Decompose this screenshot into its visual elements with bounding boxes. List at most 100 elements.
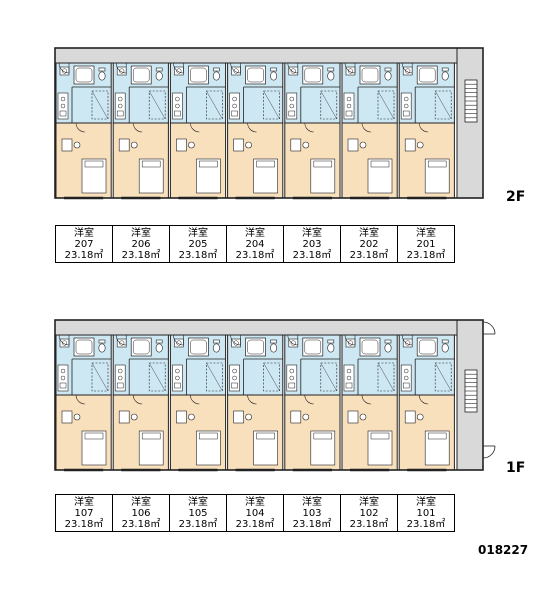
- sink-icon: [174, 382, 181, 389]
- bed-icon: [424, 158, 450, 194]
- room-door-icon: [361, 394, 372, 405]
- sink-icon: [116, 110, 124, 117]
- chair-icon: [188, 141, 195, 149]
- washbasin-icon: [345, 338, 356, 348]
- room-door-icon: [132, 122, 143, 133]
- bathtub-icon: [130, 337, 152, 357]
- chair-icon: [245, 413, 252, 421]
- door-swing-icon: [58, 62, 70, 74]
- kitchen-counter: [400, 92, 412, 120]
- kitchen-counter: [172, 92, 183, 120]
- stove-icon: [232, 368, 237, 374]
- washbasin-icon: [231, 66, 241, 76]
- chair-icon: [416, 141, 424, 149]
- bed-icon: [367, 158, 393, 194]
- room-door-icon: [75, 394, 86, 405]
- closet: [148, 90, 166, 120]
- stove-icon: [403, 96, 409, 102]
- chair-icon: [73, 141, 81, 149]
- sink-icon: [288, 382, 296, 389]
- kitchen-counter: [286, 92, 298, 120]
- chair-icon: [359, 141, 367, 149]
- chair-icon: [302, 141, 310, 149]
- bed-icon: [367, 430, 393, 466]
- stairs-icon: [464, 79, 478, 123]
- sink-icon: [231, 382, 238, 389]
- desk-icon: [404, 138, 416, 152]
- room-door-icon: [418, 394, 429, 405]
- toilet-icon: [270, 71, 278, 81]
- unit-201: [398, 62, 455, 200]
- stove-icon: [346, 96, 352, 102]
- kitchen-counter: [343, 92, 355, 120]
- room-door-icon: [190, 122, 200, 133]
- toilet-icon: [212, 343, 220, 353]
- closet: [377, 90, 395, 120]
- bathtub-icon: [359, 65, 381, 85]
- balcony-strip: [456, 47, 484, 199]
- kitchen-counter: [229, 364, 240, 392]
- unit-105: [169, 334, 227, 472]
- stove-icon: [175, 96, 180, 102]
- washbasin-icon: [288, 338, 299, 348]
- washbasin-icon: [116, 66, 127, 76]
- corridor: [54, 47, 484, 64]
- chair-icon: [302, 413, 310, 421]
- unit-103: [284, 334, 341, 472]
- corridor: [54, 319, 484, 336]
- room-door-icon: [361, 122, 372, 133]
- kitchen-counter: [172, 364, 183, 392]
- floor-1f-plan: [54, 319, 496, 472]
- room-door-icon: [247, 122, 257, 133]
- chair-icon: [130, 413, 138, 421]
- bed-icon: [196, 158, 221, 194]
- washbasin-icon: [174, 66, 184, 76]
- door-swing-icon: [287, 334, 298, 346]
- kitchen-counter: [57, 364, 69, 392]
- desk-icon: [176, 138, 187, 152]
- unit-207: [55, 62, 112, 200]
- kitchen-counter: [114, 364, 126, 392]
- kitchen-counter: [400, 364, 412, 392]
- washbasin-icon: [59, 66, 70, 76]
- toilet-icon: [212, 71, 220, 81]
- bathtub-icon: [416, 337, 438, 357]
- chair-icon: [359, 413, 367, 421]
- bathtub-icon: [302, 337, 324, 357]
- stove-icon: [60, 368, 66, 374]
- bathtub-icon: [359, 337, 381, 357]
- washbasin-icon: [402, 66, 413, 76]
- floor-2f-plan: [54, 47, 484, 200]
- unit-101: [398, 334, 455, 472]
- room-door-icon: [190, 394, 200, 405]
- closet: [91, 362, 109, 392]
- room-door-icon: [418, 122, 429, 133]
- bed-icon: [138, 430, 164, 466]
- desk-icon: [118, 138, 130, 152]
- washbasin-icon: [231, 338, 241, 348]
- desk-icon: [233, 138, 244, 152]
- unit-205: [169, 62, 227, 200]
- door-swing-icon: [287, 62, 298, 74]
- unit-106: [112, 334, 169, 472]
- bathtub-icon: [188, 65, 209, 85]
- desk-icon: [347, 138, 359, 152]
- toilet-icon: [98, 71, 106, 81]
- bathtub-icon: [245, 337, 266, 357]
- door-swing-icon: [230, 334, 241, 346]
- closet: [206, 362, 223, 392]
- bathtub-icon: [416, 65, 438, 85]
- entrance-door-icon: [482, 321, 496, 335]
- toilet-icon: [384, 71, 392, 81]
- unit-202: [341, 62, 398, 200]
- stove-icon: [117, 368, 123, 374]
- washbasin-icon: [174, 338, 184, 348]
- chair-icon: [416, 413, 424, 421]
